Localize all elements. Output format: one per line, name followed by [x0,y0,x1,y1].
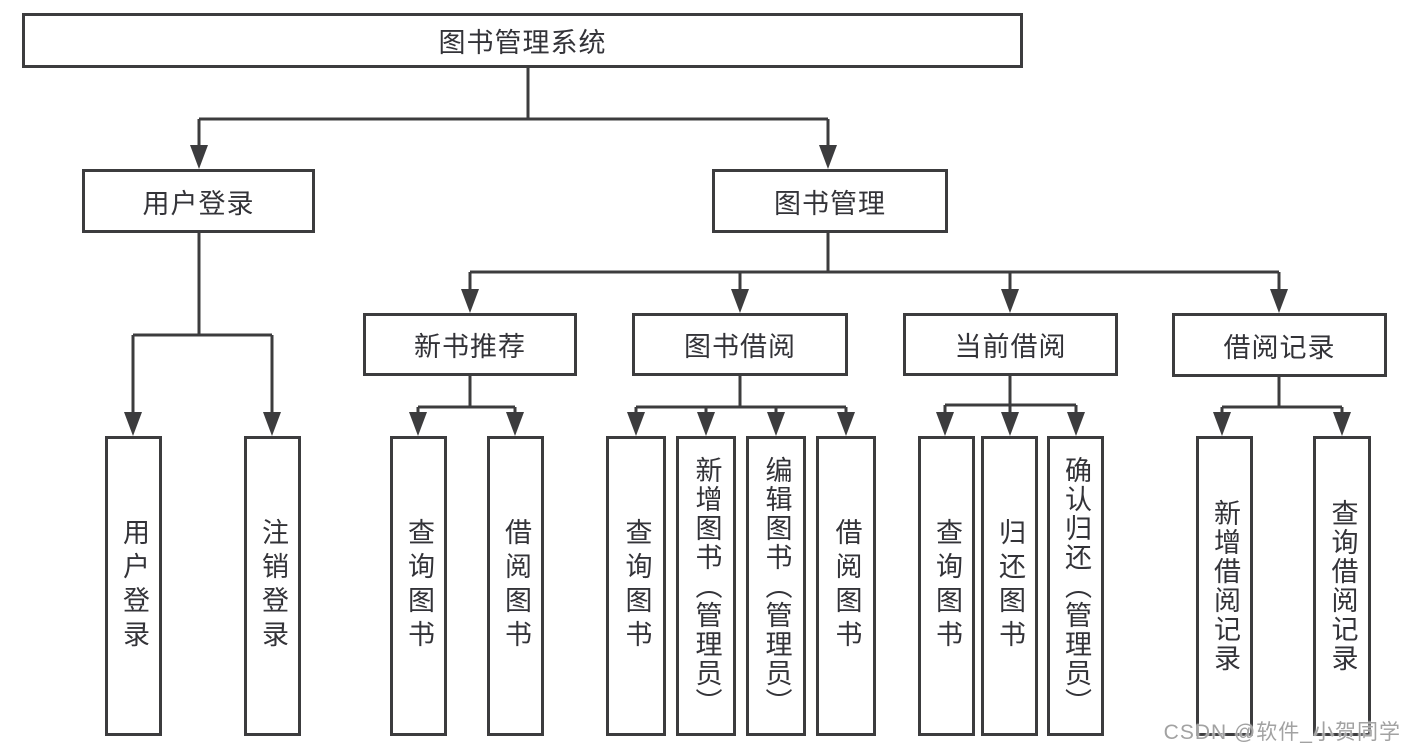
leaf-confirm-return-admin: 确认归还（管理员） [1047,436,1104,736]
node-label: 图书管理 [774,188,886,219]
arrowhead [190,145,208,169]
arrowhead [263,412,281,436]
leaf-label: 查询借阅记录 [1327,499,1358,673]
leaf-logout: 注销登录 [244,436,301,736]
leaf-label: 借阅图书 [501,518,531,654]
arrowhead [697,412,715,436]
node-current-borrowing: 当前借阅 [903,313,1118,376]
arrowhead [1333,412,1351,436]
node-user-login: 用户登录 [82,169,315,233]
arrowhead [1213,412,1231,436]
node-library-system: 图书管理系统 [22,13,1023,68]
arrowhead [409,412,427,436]
leaf-return-books: 归还图书 [981,436,1038,736]
arrowhead [819,145,837,169]
leaf-label: 用户登录 [119,518,149,654]
node-label: 新书推荐 [414,332,526,362]
leaf-label: 查询图书 [621,518,652,654]
leaf-search-books-1: 查询图书 [390,436,447,736]
node-label: 当前借阅 [954,332,1067,362]
node-borrowing-records: 借阅记录 [1172,313,1387,377]
leaf-label: 借阅图书 [831,518,862,654]
leaf-search-books-3: 查询图书 [918,436,975,736]
leaf-add-books-admin: 新增图书（管理员） [676,436,736,736]
leaf-borrow-books-1: 借阅图书 [487,436,544,736]
arrowhead [124,412,142,436]
arrowhead [627,412,645,436]
arrowhead [936,412,954,436]
leaf-label: 新增借阅记录 [1210,499,1240,673]
node-label: 用户登录 [142,188,255,219]
leaf-search-books-2: 查询图书 [606,436,666,736]
leaf-borrow-books-2: 借阅图书 [816,436,876,736]
leaf-label: 确认归还（管理员） [1061,455,1091,717]
leaf-label: 新增图书（管理员） [691,455,722,717]
node-label: 图书管理系统 [438,28,607,58]
leaf-label: 查询图书 [404,518,434,654]
node-book-borrowing: 图书借阅 [632,313,848,376]
node-label: 图书借阅 [684,332,796,362]
arrowhead [731,289,749,313]
arrowhead [837,412,855,436]
arrowhead [1270,289,1288,313]
node-label: 借阅记录 [1223,332,1336,363]
leaf-label: 注销登录 [258,518,288,654]
leaf-label: 查询图书 [932,518,962,654]
arrowhead [461,289,479,313]
leaf-label: 归还图书 [995,518,1025,654]
leaf-search-borrow-record: 查询借阅记录 [1313,436,1371,736]
arrowheads [124,145,1351,436]
arrowhead [1001,412,1019,436]
arrowhead [1001,289,1019,313]
arrowhead [506,412,524,436]
node-book-management: 图书管理 [712,169,948,233]
arrowhead [767,412,785,436]
leaf-label: 编辑图书（管理员） [761,455,792,717]
csdn-watermark: CSDN @软件_小贺同学 [1163,721,1401,744]
arrowhead [1067,412,1085,436]
node-new-book-recommend: 新书推荐 [363,313,577,376]
leaf-user-login: 用户登录 [105,436,162,736]
leaf-add-borrow-record: 新增借阅记录 [1196,436,1253,736]
leaf-edit-books-admin: 编辑图书（管理员） [746,436,806,736]
